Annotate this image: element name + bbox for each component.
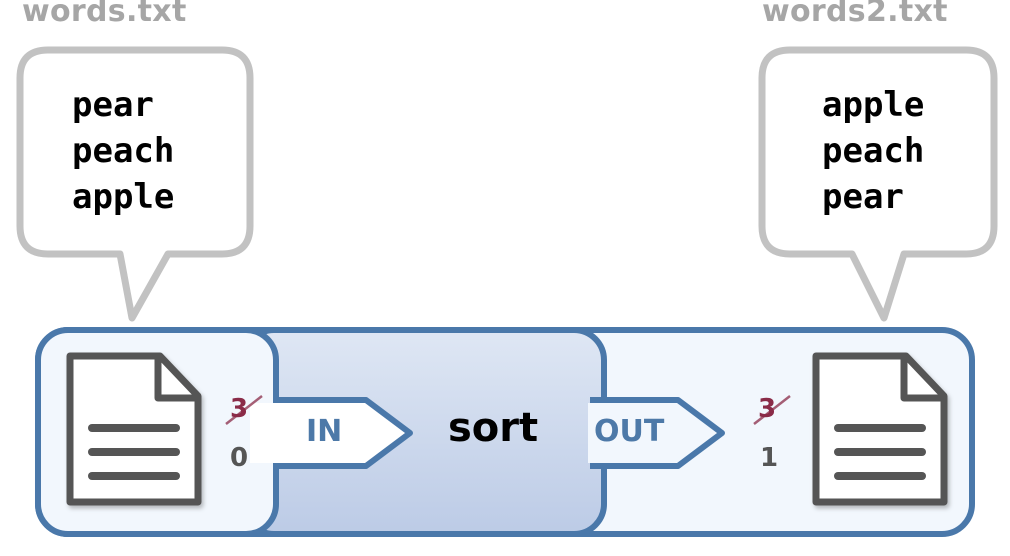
input-line: apple	[72, 177, 175, 217]
in-new-descriptor: 0	[230, 443, 249, 473]
document-icon	[812, 352, 948, 506]
process-name: sort	[448, 405, 539, 451]
output-line: peach	[822, 131, 925, 171]
in-old-descriptor: 3	[230, 394, 249, 424]
input-line: pear	[72, 85, 154, 125]
input-line: peach	[72, 131, 175, 171]
out-new-descriptor: 1	[760, 443, 779, 473]
output-line: apple	[822, 85, 925, 125]
output-file-name: words2.txt	[762, 0, 948, 29]
input-file-name: words.txt	[22, 0, 187, 29]
in-label: IN	[306, 414, 343, 449]
out-arrow	[590, 397, 725, 469]
input-bubble	[16, 46, 254, 322]
output-file-contents: apple peach pear	[822, 82, 924, 220]
document-icon	[66, 352, 202, 506]
strike-in	[225, 395, 263, 425]
input-file-contents: pear peach apple	[72, 82, 174, 220]
output-line: pear	[822, 177, 904, 217]
output-bubble	[758, 46, 998, 322]
strike-out	[753, 395, 791, 425]
out-old-descriptor: 3	[758, 394, 777, 424]
out-label: OUT	[594, 414, 665, 449]
